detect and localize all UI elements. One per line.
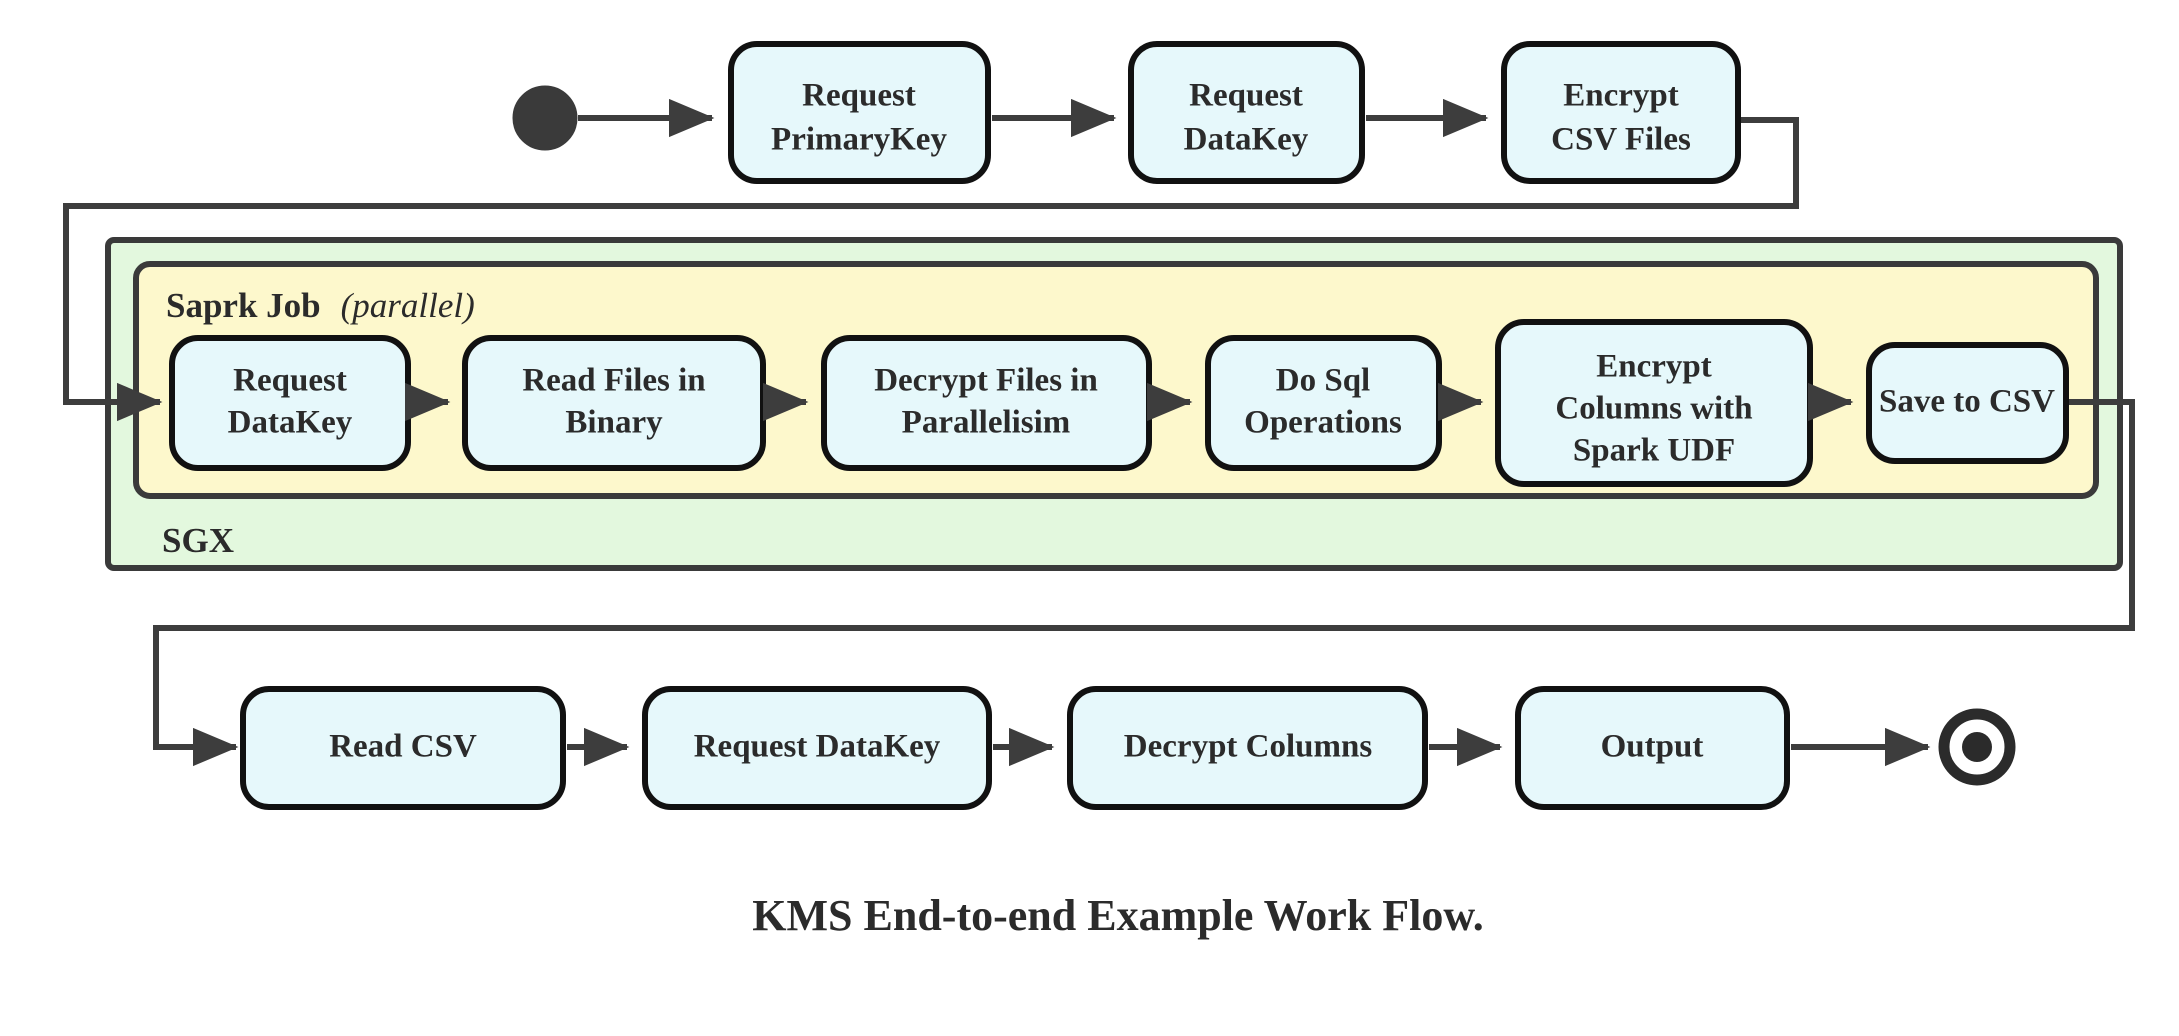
- node-output[interactable]: Output: [1515, 686, 1790, 810]
- edge-savetocsv-to-readcsv: [153, 399, 2135, 767]
- node-decrypt-files-in-parallelisim-shape[interactable]: [821, 335, 1152, 471]
- node-encrypt-csv-files[interactable]: Encrypt CSV Files: [1501, 41, 1741, 184]
- container-sgx-label: SGX: [162, 521, 234, 560]
- node-request-primarykey-shape[interactable]: [728, 41, 991, 184]
- node-request-datakey-bottom-shape[interactable]: [642, 686, 992, 810]
- start-node: [512, 85, 578, 151]
- node-encrypt-csv-files-line-1: CSV Files: [1551, 122, 1691, 158]
- end-node: [1938, 708, 2016, 786]
- node-read-files-in-binary[interactable]: Read Files in Binary: [462, 335, 766, 471]
- node-request-primarykey-line-0: Request: [802, 78, 916, 114]
- node-encrypt-csv-files-line-0: Encrypt: [1563, 78, 1679, 114]
- node-read-csv-line-0: Read CSV: [329, 729, 477, 765]
- edge-encryptcsv-to-sparkentry: [63, 117, 1799, 422]
- node-request-datakey-spark-line-0: Request: [233, 363, 347, 399]
- node-output-shape[interactable]: [1515, 686, 1790, 810]
- node-do-sql-line-0: Do Sql: [1276, 363, 1370, 399]
- node-do-sql-operations-shape[interactable]: [1205, 335, 1442, 471]
- node-decrypt-columns-line-0: Decrypt Columns: [1124, 729, 1373, 765]
- node-decrypt-columns-shape[interactable]: [1067, 686, 1428, 810]
- node-save-to-csv-line-0: Save to CSV: [1879, 384, 2055, 420]
- node-encrypt-columns-with-spark-udf[interactable]: Encrypt Columns with Spark UDF: [1495, 319, 1813, 487]
- spark-job-parallel: (parallel): [341, 286, 475, 325]
- node-save-to-csv[interactable]: Save to CSV: [1866, 342, 2069, 464]
- node-read-csv-shape[interactable]: [240, 686, 566, 810]
- node-request-datakey-top-line-0: Request: [1189, 78, 1303, 114]
- node-request-primarykey[interactable]: Request PrimaryKey: [728, 41, 991, 184]
- node-encrypt-columns-line-1: Columns with: [1555, 391, 1752, 427]
- node-encrypt-columns-line-2: Spark UDF: [1573, 433, 1735, 469]
- node-save-to-csv-shape[interactable]: [1866, 342, 2069, 464]
- diagram-caption: KMS End-to-end Example Work Flow.: [752, 891, 1483, 940]
- node-request-datakey-bottom-line-0: Request DataKey: [694, 729, 941, 765]
- node-read-files-in-binary-line-1: Binary: [565, 405, 663, 441]
- node-request-datakey-top[interactable]: Request DataKey: [1128, 41, 1365, 184]
- node-do-sql-operations[interactable]: Do Sql Operations: [1205, 335, 1442, 471]
- node-request-datakey-spark-shape[interactable]: [169, 335, 411, 471]
- node-read-files-in-binary-line-0: Read Files in: [522, 363, 705, 399]
- node-decrypt-columns[interactable]: Decrypt Columns: [1067, 686, 1428, 810]
- node-decrypt-files-line-1: Parallelisim: [902, 405, 1071, 441]
- node-request-datakey-bottom[interactable]: Request DataKey: [642, 686, 992, 810]
- node-encrypt-csv-files-shape[interactable]: [1501, 41, 1741, 184]
- node-decrypt-files-in-parallelisim[interactable]: Decrypt Files in Parallelisim: [821, 335, 1152, 471]
- spark-job-title: Saprk Job: [166, 286, 321, 325]
- node-do-sql-line-1: Operations: [1244, 405, 1402, 441]
- node-output-line-0: Output: [1601, 729, 1704, 765]
- node-decrypt-files-line-0: Decrypt Files in: [874, 363, 1098, 399]
- node-request-datakey-top-line-1: DataKey: [1184, 122, 1309, 158]
- node-request-datakey-top-shape[interactable]: [1128, 41, 1365, 184]
- container-spark-job-label: Saprk Job (parallel): [166, 286, 475, 325]
- node-read-files-in-binary-shape[interactable]: [462, 335, 766, 471]
- node-encrypt-columns-line-0: Encrypt: [1596, 349, 1712, 385]
- node-request-datakey-spark-line-1: DataKey: [228, 405, 353, 441]
- node-request-primarykey-line-1: PrimaryKey: [771, 122, 947, 158]
- node-request-datakey-spark[interactable]: Request DataKey: [169, 335, 411, 471]
- end-node-dot: [1962, 732, 1992, 762]
- node-read-csv[interactable]: Read CSV: [240, 686, 566, 810]
